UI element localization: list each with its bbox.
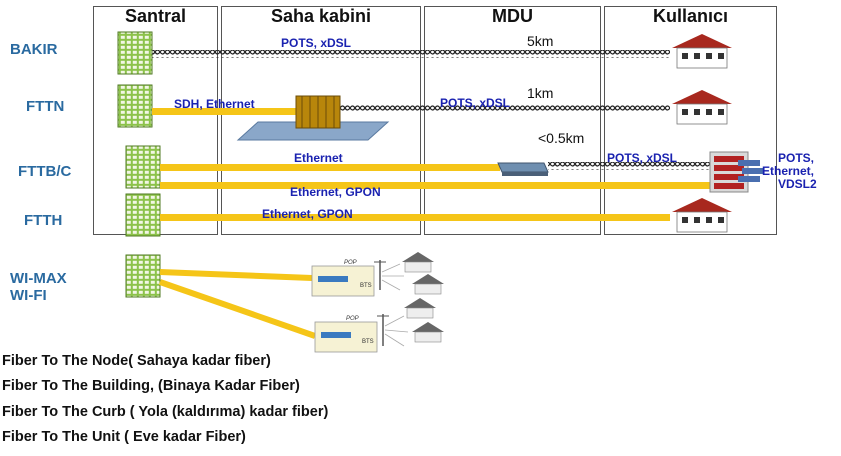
distance-label: <0.5km: [538, 130, 585, 146]
ftth-link-label: Ethernet, GPON: [262, 207, 353, 221]
fttb-ethernet-fiber-line: [160, 164, 500, 171]
ftth-fiber-line: [160, 214, 670, 221]
footer-fttb: Fiber To The Building, (Binaya Kadar Fib…: [2, 378, 300, 394]
building-services-label-1: POTS,: [778, 151, 815, 165]
footer-fttn: Fiber To The Node( Sahaya kadar fiber): [2, 353, 271, 369]
distance-label: 5km: [527, 33, 554, 49]
fttb-ethernet-label: Ethernet: [294, 151, 343, 165]
row-label-fttb-c: FTTB/C: [18, 163, 72, 180]
building-services-label-3: VDSL2: [778, 177, 817, 191]
bts-label: BTS: [360, 283, 372, 289]
exchange-rack-icon: [117, 31, 161, 298]
fttb-copper-line: [548, 162, 710, 170]
footer-fttc: Fiber To The Curb ( Yola (kaldırıma) kad…: [2, 404, 329, 420]
house-icon: [671, 33, 733, 69]
row-label-fttn: FTTN: [26, 98, 65, 115]
mdu-column: [424, 6, 601, 235]
apartment-building-icon: [709, 151, 764, 193]
street-cabinet-icon: [236, 95, 390, 141]
fttn-fiber-label: SDH, Ethernet: [174, 97, 255, 111]
fttn-fiber-line: [152, 108, 297, 115]
pop-label: POP: [346, 316, 359, 322]
column-header-kullanici: Kullanıcı: [652, 6, 728, 26]
row-label-ftth: FTTH: [24, 212, 63, 229]
building-services-label-2: Ethernet,: [762, 164, 815, 178]
column-header-saha-kabini: Saha kabini: [270, 6, 372, 26]
footer-fttu: Fiber To The Unit ( Eve kadar Fiber): [2, 429, 246, 445]
bts-label: BTS: [362, 339, 374, 345]
fttb-gpon-label: Ethernet, GPON: [290, 185, 381, 199]
column-header-mdu: MDU: [492, 6, 533, 26]
saha-kabini-column: [221, 6, 421, 235]
wireless-cluster-icon: [314, 298, 444, 353]
wifi-fiber-line: [159, 279, 316, 339]
kullanici-column: [604, 6, 777, 235]
pop-label: POP: [344, 260, 357, 266]
column-header-santral: Santral: [124, 6, 187, 26]
wimax-fiber-line: [159, 269, 313, 281]
fttb-gpon-fiber-line: [160, 182, 710, 189]
wireless-cluster-icon: [311, 252, 444, 297]
row-label-bakir: BAKIR: [10, 41, 58, 58]
house-icon: [671, 89, 733, 125]
mdu-switch-icon: [497, 162, 549, 176]
row-label-wifi: WI-FI: [10, 287, 47, 304]
bakir-copper-line: [152, 50, 670, 58]
distance-label: 1km: [527, 85, 554, 101]
row-label-wimax: WI-MAX: [10, 270, 67, 287]
house-icon: [671, 197, 733, 233]
bakir-link-label: POTS, xDSL: [281, 36, 352, 50]
fttn-copper-label: POTS, xDSL: [440, 96, 511, 110]
fttb-copper-label: POTS, xDSL: [607, 151, 678, 165]
fttn-copper-line: [340, 103, 670, 111]
